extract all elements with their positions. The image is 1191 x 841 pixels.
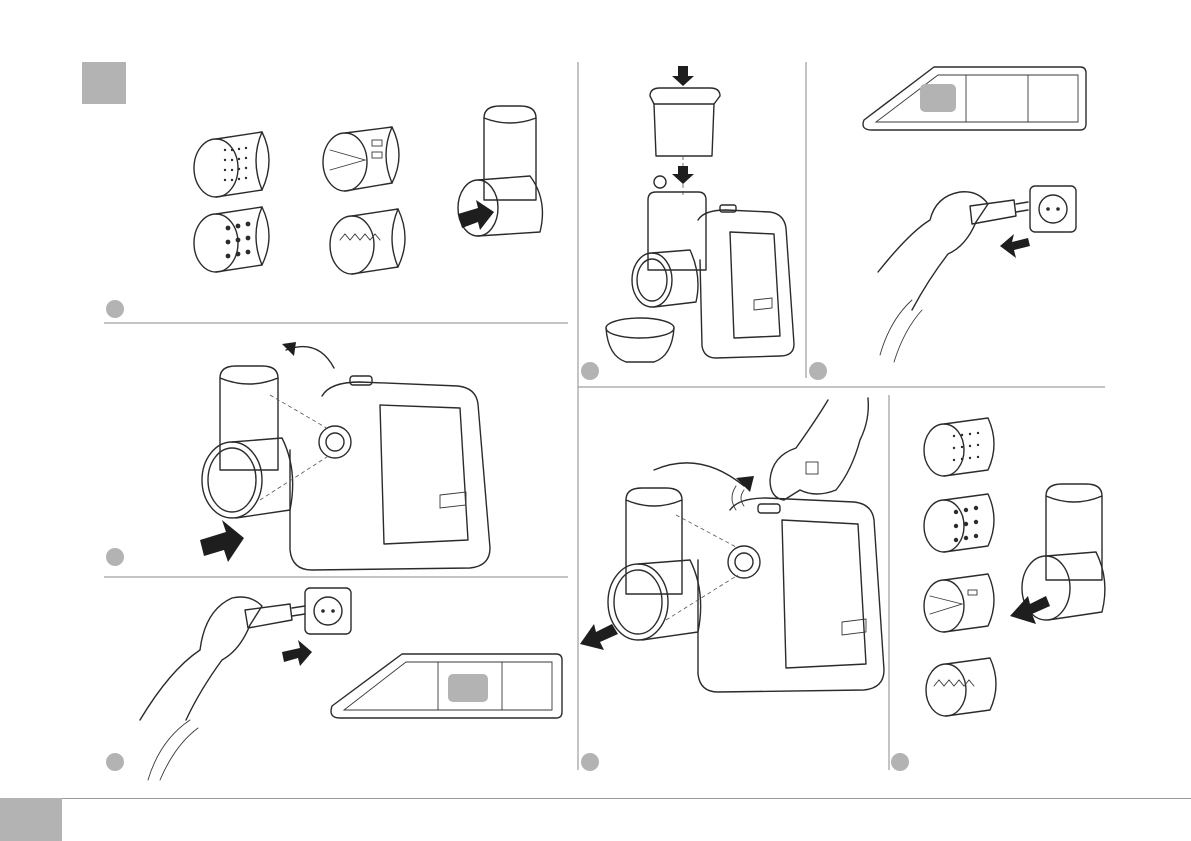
step-badge [891, 753, 909, 771]
feed-tube-head-icon [1022, 484, 1105, 620]
plug-icon [970, 200, 1028, 224]
socket-icon [1030, 186, 1076, 232]
shredder-cone-icon [926, 658, 996, 716]
down-arrow-icon [672, 66, 694, 86]
motor-unit-icon [698, 498, 884, 692]
panel-blades-overview [194, 106, 542, 274]
step-badge [106, 548, 124, 566]
step-badge [106, 300, 124, 318]
release-button-icon [758, 504, 780, 513]
pusher-icon [650, 88, 720, 156]
panel-plug-in [140, 588, 562, 780]
footer-page-tab [0, 798, 62, 841]
pull-arrow-icon [580, 624, 618, 650]
hand-icon [140, 597, 262, 780]
panel-unplug [863, 67, 1086, 362]
power-indicator [920, 84, 956, 112]
feed-tube-head-icon [202, 366, 330, 518]
footer-rule [62, 798, 1191, 799]
shredder-cone-icon [330, 209, 405, 274]
motor-unit-icon [290, 376, 490, 570]
hand-icon [770, 398, 868, 500]
power-indicator [448, 674, 488, 702]
panel-remove-cones [924, 418, 1105, 716]
rotate-arrow-icon [282, 342, 296, 356]
control-panel-icon [863, 67, 1086, 130]
panel-separators [104, 62, 1105, 770]
motor-unit-icon [698, 205, 794, 358]
pull-arrow-icon [1000, 234, 1030, 258]
step-badge [106, 753, 124, 771]
slicer-cone-icon [924, 574, 994, 632]
fine-grater-cone-icon [924, 418, 994, 476]
panel-insert-cone-pusher [606, 66, 794, 362]
coarse-grater-cone-icon [194, 207, 269, 272]
fine-grater-cone-icon [194, 132, 269, 197]
down-arrow-icon [672, 166, 694, 184]
bowl-icon [606, 318, 674, 362]
push-arrow-icon [200, 520, 244, 562]
plug-icon [245, 604, 305, 628]
socket-icon [305, 588, 351, 634]
panel-release-head [580, 398, 884, 692]
feed-tube-head-icon [458, 106, 542, 236]
slicer-cone-icon [323, 127, 399, 191]
press-wave-icon [732, 486, 744, 510]
step-badge [809, 362, 827, 380]
feed-tube-head-icon [608, 488, 738, 640]
step-badge [581, 753, 599, 771]
control-panel-icon [331, 654, 562, 718]
step-badge [581, 362, 599, 380]
panel-attach-head [200, 342, 490, 570]
coarse-grater-cone-icon [924, 494, 994, 552]
rotate-arrow-icon [654, 463, 744, 486]
rotate-arrow-icon [736, 476, 754, 492]
push-arrow-icon [282, 640, 312, 666]
